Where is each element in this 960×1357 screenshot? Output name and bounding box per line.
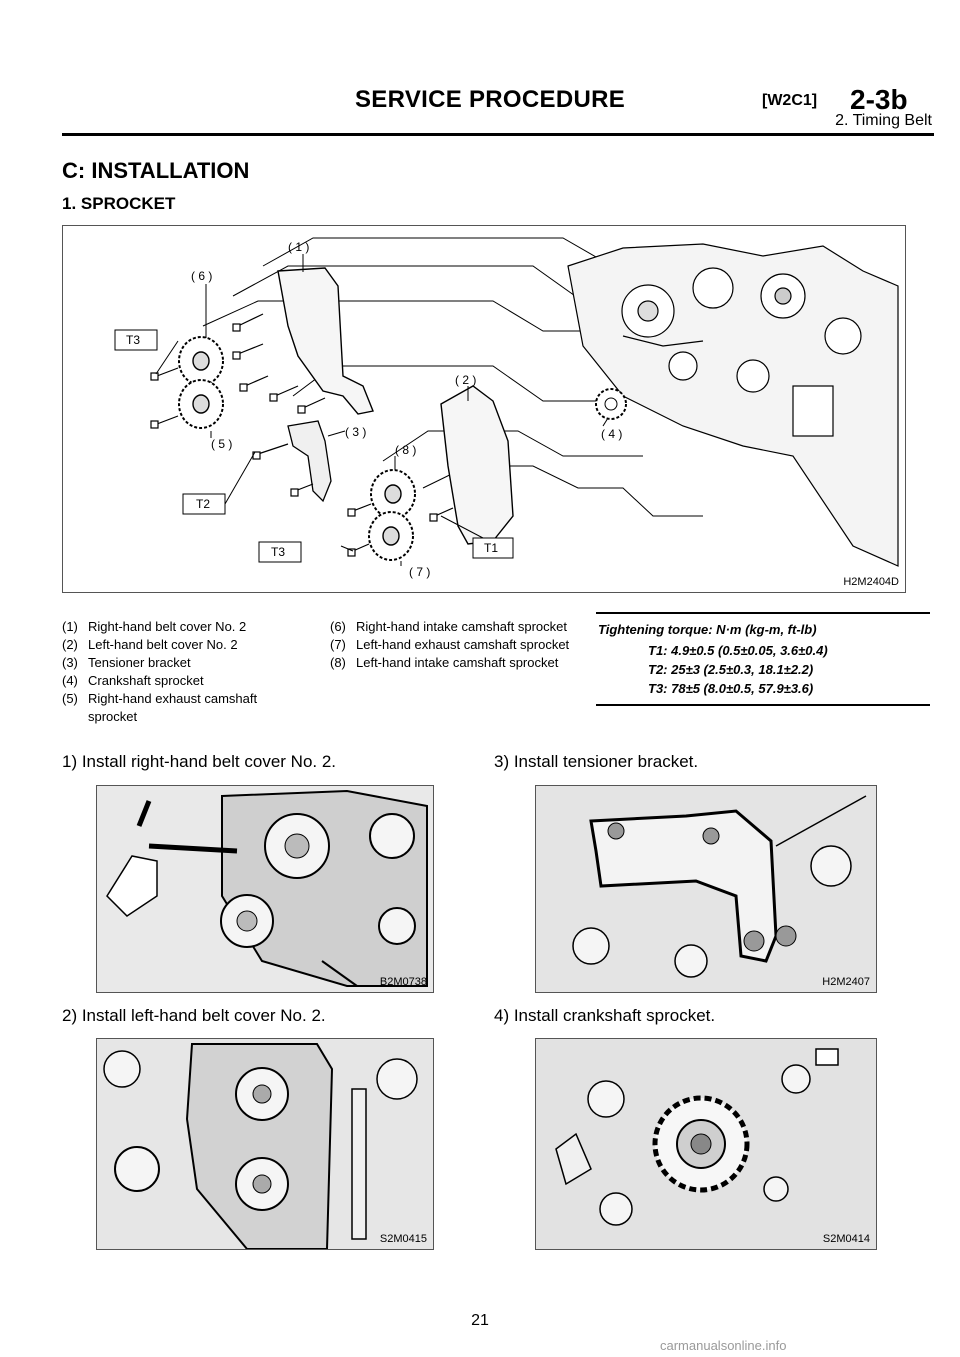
step-1-figure: B2M0738	[96, 785, 434, 993]
legend-item: (6) Right-hand intake camshaft sprocket	[330, 618, 580, 636]
legend-number: (5)	[62, 691, 78, 706]
legend-text: Left-hand intake camshaft sprocket	[356, 655, 559, 670]
step-1-text: 1) Install right-hand belt cover No. 2.	[62, 752, 337, 771]
callout-7: ( 7 )	[409, 565, 430, 579]
callout-1: ( 1 )	[288, 240, 309, 254]
right-belt-cover-drawing	[277, 267, 374, 415]
figure-code: H2M2404D	[843, 576, 899, 588]
crankshaft-sprocket-drawing	[595, 388, 627, 420]
header-rule	[62, 133, 934, 136]
step-2-drawing	[97, 1039, 433, 1249]
legend-item: (3) Tensioner bracket	[62, 654, 292, 672]
torque-tag-t3-upper: T3	[126, 333, 140, 347]
legend-text: Right-hand belt cover No. 2	[88, 619, 247, 634]
legend-text: Left-hand exhaust camshaft sprocket	[356, 637, 570, 652]
torque-line-t1: T1: 4.9±0.5 (0.5±0.05, 3.6±0.4)	[648, 643, 828, 658]
legend-item: (8) Left-hand intake camshaft sprocket	[330, 654, 580, 672]
legend-item: (7) Left-hand exhaust camshaft sprocket	[330, 636, 580, 654]
torque-line-t2: T2: 25±3 (2.5±0.3, 18.1±2.2)	[648, 662, 814, 677]
step-1-figure-code: B2M0738	[379, 976, 427, 988]
step-4-text: 4) Install crankshaft sprocket.	[494, 1006, 716, 1025]
step-2-figure-code: S2M0415	[379, 1233, 427, 1245]
header-code: [W2C1]	[762, 92, 818, 109]
legend-number: (1)	[62, 619, 78, 634]
step-1-drawing	[97, 786, 433, 992]
legend-item: (5) Right-hand exhaust camshaft sprocket	[62, 690, 292, 726]
leader-lines	[155, 254, 609, 566]
legend-number: (8)	[330, 655, 346, 670]
step-3-text: 3) Install tensioner bracket.	[494, 752, 699, 771]
sprocket-drawings	[178, 336, 416, 561]
subsection-heading: 1. SPROCKET	[62, 194, 176, 213]
legend-item: (4) Crankshaft sprocket	[62, 672, 292, 690]
callout-8: ( 8 )	[395, 443, 416, 457]
left-belt-cover-drawing	[440, 385, 514, 545]
legend-text: Tensioner bracket	[88, 655, 191, 670]
legend-item: (2) Left-hand belt cover No. 2	[62, 636, 292, 654]
header-title: SERVICE PROCEDURE	[355, 86, 626, 113]
watermark: carmanualsonline.info	[660, 1338, 787, 1353]
torque-tag-t3-lower: T3	[271, 545, 285, 559]
torque-line-t3: T3: 78±5 (8.0±0.5, 57.9±3.6)	[648, 681, 814, 696]
page-number: 21	[471, 1312, 489, 1329]
legend-column-2: (6) Right-hand intake camshaft sprocket (…	[330, 618, 580, 672]
exploded-view-drawing: ( 1 ) ( 2 ) ( 3 ) ( 4 ) ( 5 ) ( 6 ) ( 7 …	[114, 237, 899, 579]
step-2-text: 2) Install left-hand belt cover No. 2.	[62, 1006, 326, 1025]
torque-tag-boxes	[114, 329, 514, 563]
legend-number: (3)	[62, 655, 78, 670]
tensioner-bracket-drawing	[287, 420, 332, 503]
section-heading: C: INSTALLATION	[62, 158, 250, 183]
step-2-figure: S2M0415	[96, 1038, 434, 1250]
torque-spec-box: Tightening torque: N·m (kg-m, ft-lb) T1:…	[596, 612, 930, 706]
torque-tag-t1: T1	[484, 541, 498, 555]
header-section: 2-3b	[850, 84, 908, 115]
legend-text: Right-hand intake camshaft sprocket	[356, 619, 567, 634]
legend-text: Crankshaft sprocket	[88, 673, 204, 688]
callout-5: ( 5 )	[211, 437, 232, 451]
legend-number: (4)	[62, 673, 78, 688]
step-4-figure: S2M0414	[535, 1038, 877, 1250]
header-subtitle: 2. Timing Belt	[835, 112, 932, 129]
step-4-drawing	[536, 1039, 876, 1249]
step-4-figure-code: S2M0414	[822, 1233, 870, 1245]
callout-6: ( 6 )	[191, 269, 212, 283]
torque-title: Tightening torque: N·m (kg-m, ft-lb)	[598, 622, 817, 637]
engine-block	[567, 243, 899, 567]
step-3-drawing	[536, 786, 876, 992]
legend-column-1: (1) Right-hand belt cover No. 2 (2) Left-h…	[62, 618, 292, 726]
legend-text: Right-hand exhaust camshaft sprocket	[88, 691, 258, 724]
step-3-figure: H2M2407	[535, 785, 877, 993]
bolt-drawings	[150, 313, 454, 557]
legend-text: Left-hand belt cover No. 2	[88, 637, 238, 652]
step-3-figure-code: H2M2407	[822, 976, 870, 988]
callout-2: ( 2 )	[455, 373, 476, 387]
callout-3: ( 3 )	[345, 425, 366, 439]
legend-number: (7)	[330, 637, 346, 652]
legend-number: (6)	[330, 619, 346, 634]
legend-number: (2)	[62, 637, 78, 652]
callout-4: ( 4 )	[601, 427, 622, 441]
legend-item: (1) Right-hand belt cover No. 2	[62, 618, 292, 636]
torque-tag-t2: T2	[196, 497, 210, 511]
exploded-view-figure: ( 1 ) ( 2 ) ( 3 ) ( 4 ) ( 5 ) ( 6 ) ( 7 …	[62, 225, 906, 593]
